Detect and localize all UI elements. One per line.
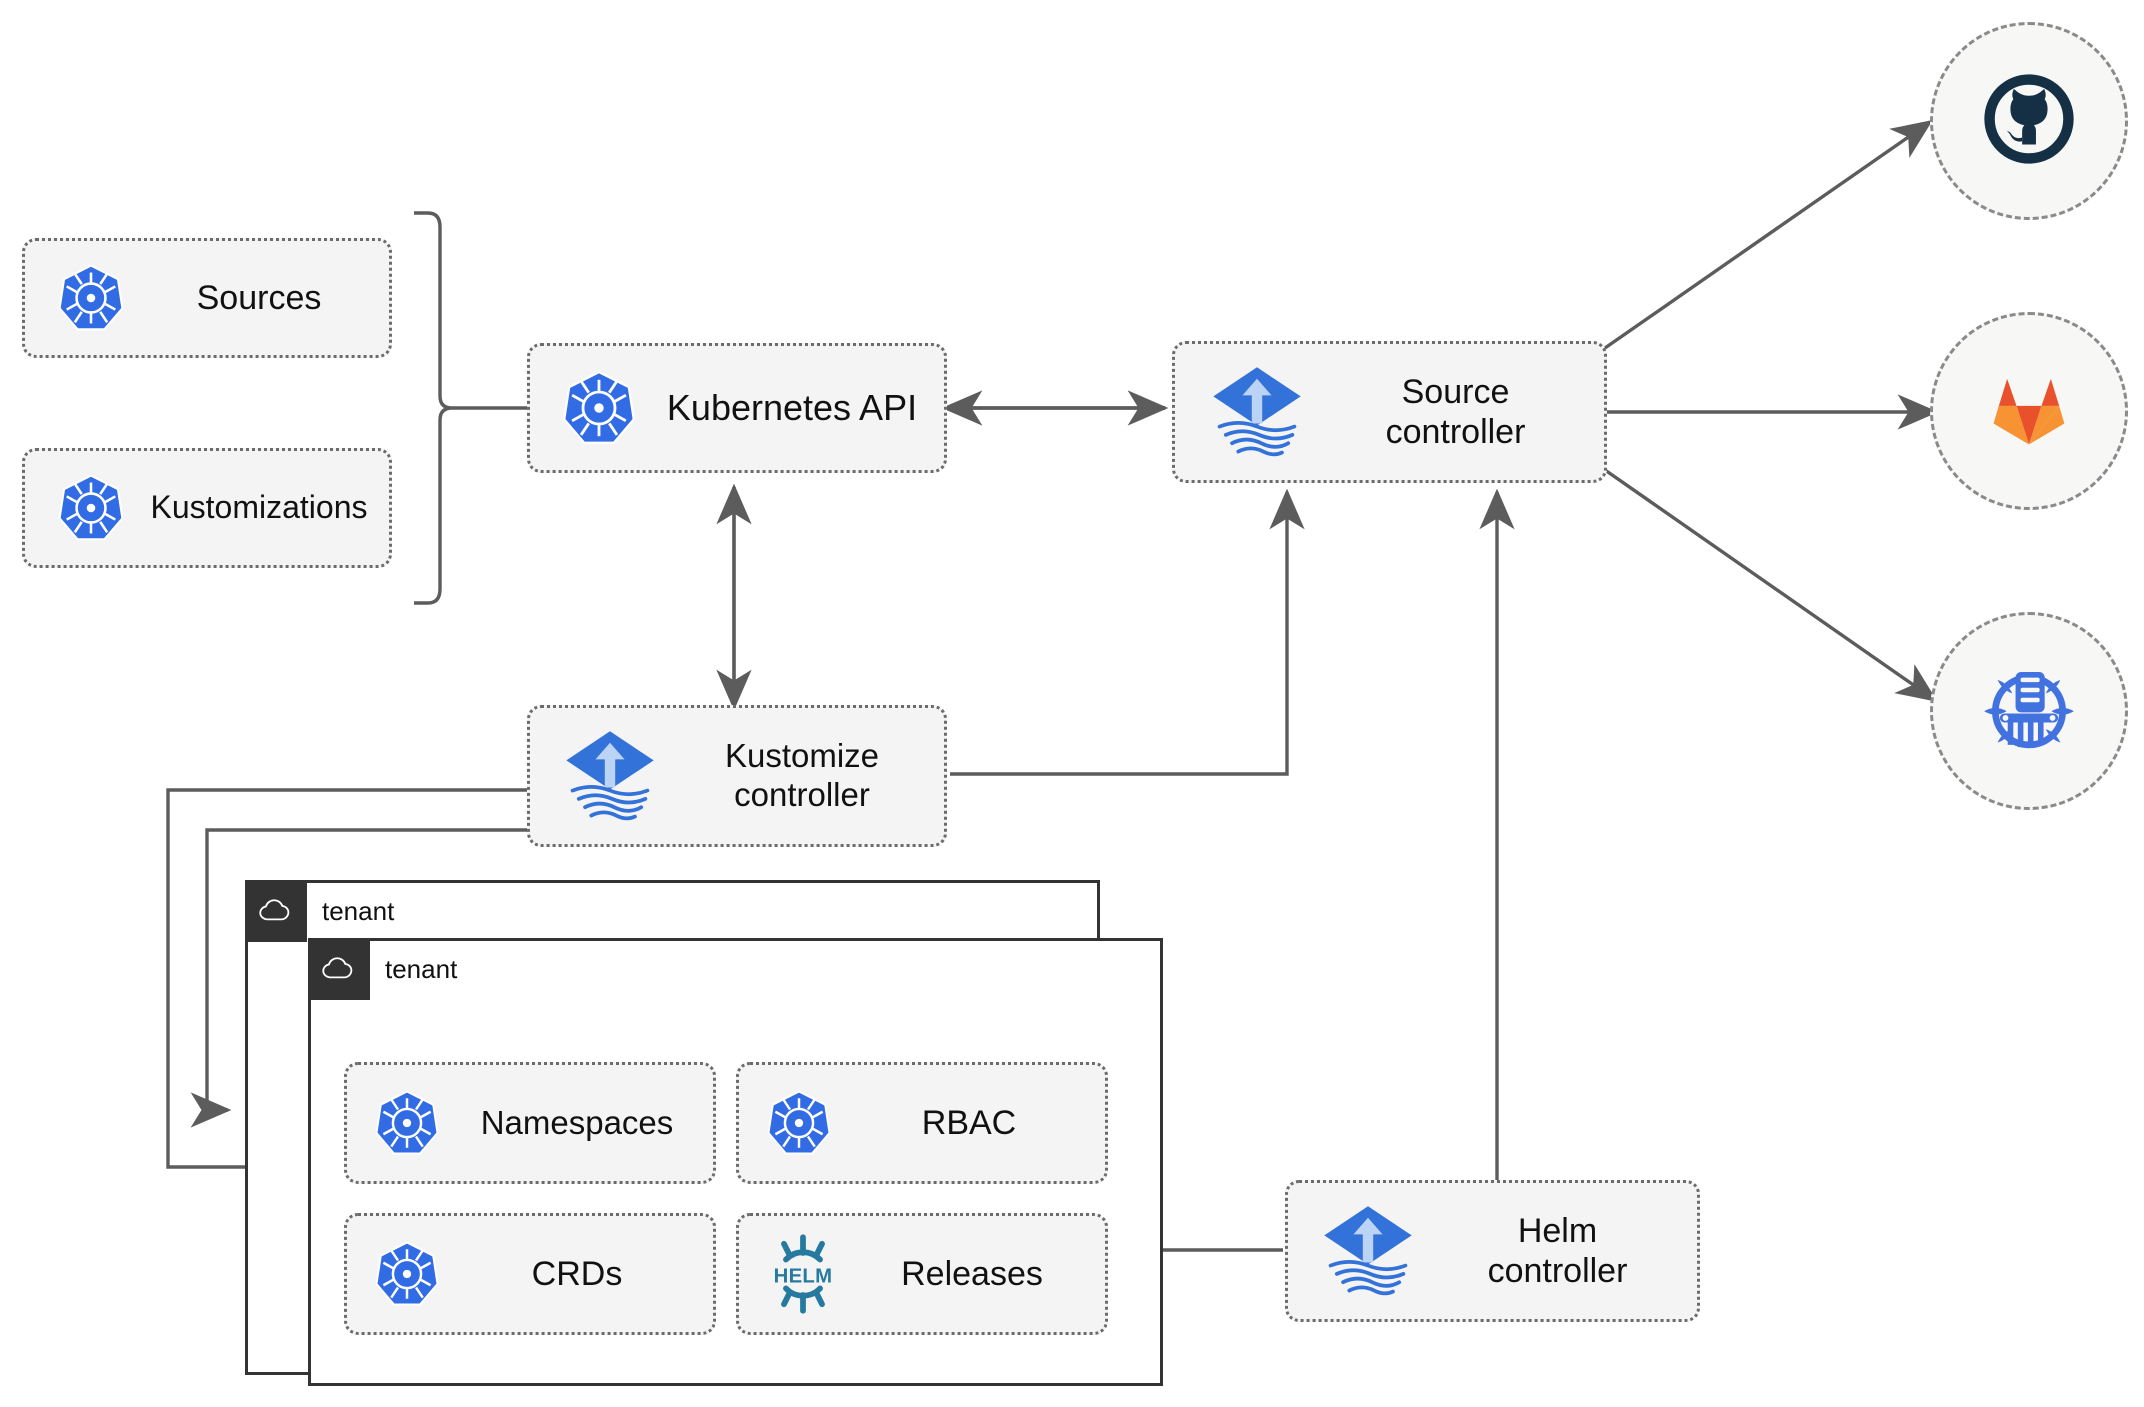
kubernetes-icon (544, 353, 654, 463)
node-source-controller[interactable]: Source controller (1172, 341, 1607, 483)
kubernetes-icon (39, 456, 143, 560)
wire-source-to-github (1604, 120, 1933, 350)
node-crds[interactable]: CRDs (344, 1213, 716, 1335)
node-rbac[interactable]: RBAC (736, 1062, 1108, 1184)
node-sources[interactable]: Sources (22, 238, 392, 358)
bucket-icon (1973, 653, 2085, 770)
gitlab-icon (1977, 357, 2081, 466)
kubernetes-icon (39, 246, 143, 350)
provider-github[interactable] (1930, 22, 2128, 220)
node-crds-label: CRDs (531, 1254, 623, 1293)
node-releases-label: Releases (901, 1254, 1043, 1293)
node-kubernetes-api[interactable]: Kubernetes API (527, 343, 947, 473)
node-rbac-label: RBAC (921, 1103, 1017, 1142)
node-sources-label: Sources (196, 278, 322, 317)
node-helm-controller[interactable]: Helm controller (1285, 1180, 1700, 1322)
node-kustomize-controller-label: Kustomize controller (724, 737, 880, 813)
node-kustomize-controller[interactable]: Kustomize controller (527, 705, 947, 847)
helm-icon: HELM (753, 1224, 853, 1324)
svg-text:HELM: HELM (774, 1266, 833, 1288)
node-kubernetes-api-label: Kubernetes API (666, 386, 918, 428)
provider-gitlab[interactable] (1930, 312, 2128, 510)
provider-bucket[interactable] (1930, 612, 2128, 810)
tenant-frame-inner: tenant Namespace (308, 938, 1163, 1386)
wire-kustomize-to-source (950, 488, 1305, 776)
node-source-controller-label: Source controller (1385, 372, 1526, 451)
github-icon (1971, 61, 2087, 182)
flux-icon (1304, 1195, 1432, 1307)
node-namespaces-label: Namespaces (480, 1103, 674, 1141)
node-helm-controller-label: Helm controller (1487, 1211, 1628, 1290)
kubernetes-icon (359, 1226, 455, 1322)
node-namespaces[interactable]: Namespaces (344, 1062, 716, 1184)
cloud-icon (308, 938, 370, 1000)
tenant-frame-outer-label: tenant (322, 895, 395, 926)
kubernetes-icon (359, 1075, 455, 1171)
group-bracket (414, 211, 453, 605)
wire-source-to-bucket (1604, 468, 1938, 702)
node-kustomizations-label: Kustomizations (150, 489, 368, 526)
cloud-icon (245, 880, 307, 942)
flux-icon (1193, 356, 1321, 468)
flux-icon (546, 720, 674, 832)
kubernetes-icon (751, 1075, 847, 1171)
node-releases[interactable]: HELM Releases (736, 1213, 1108, 1335)
tenant-frame-inner-label: tenant (385, 953, 458, 984)
node-kustomizations[interactable]: Kustomizations (22, 448, 392, 568)
